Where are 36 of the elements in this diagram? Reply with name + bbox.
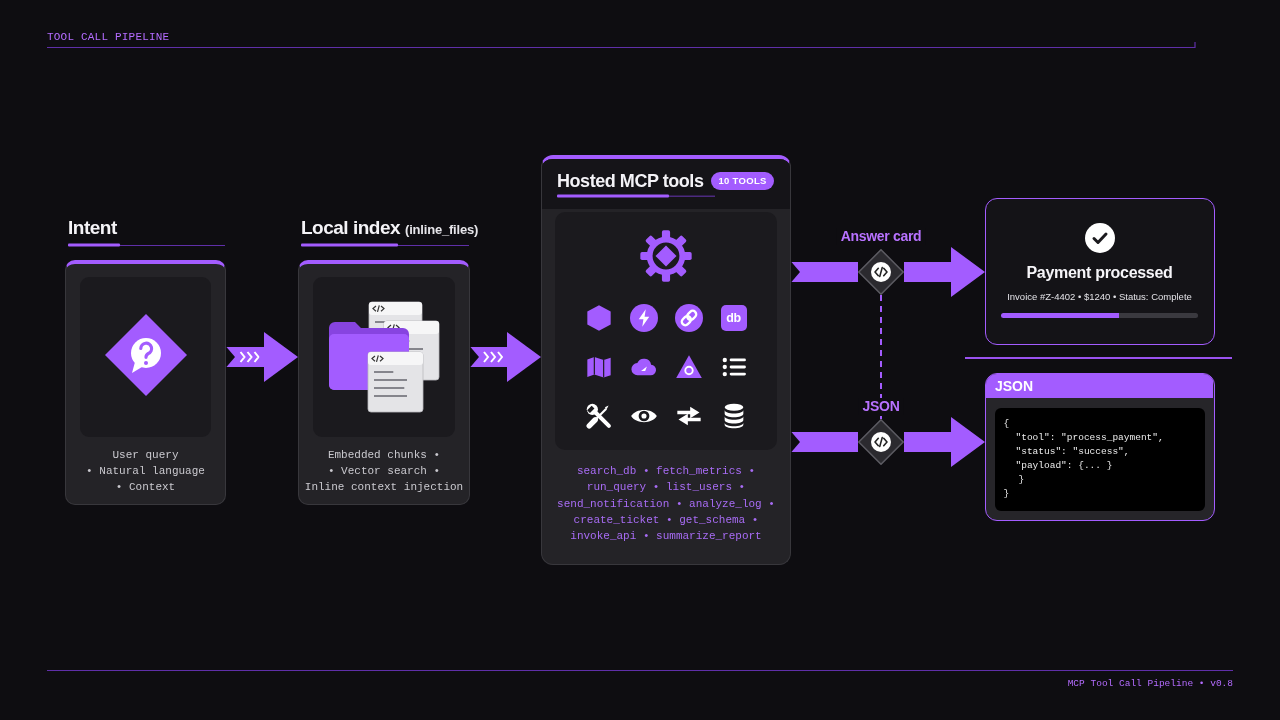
card-heading: Hosted MCP tools xyxy=(557,170,704,192)
diagram-title: TOOL CALL PIPELINE xyxy=(47,30,170,44)
db-tile: db xyxy=(720,305,747,331)
count-badge: 10 TOOLS xyxy=(711,172,774,190)
code-line: "tool": "process_payment", xyxy=(1015,430,1164,445)
flow-arrow xyxy=(904,247,985,297)
tools-card xyxy=(541,155,791,565)
description-line: • Context xyxy=(115,480,176,495)
junction-diamond xyxy=(858,249,904,295)
description-line: • Natural language xyxy=(86,464,205,479)
description-line: • Vector search • xyxy=(327,464,441,479)
code-line: { xyxy=(1003,416,1010,431)
heading-note: (inline_files) xyxy=(405,222,479,237)
code-line: "payload": {... } xyxy=(1015,458,1113,473)
flow-arrow xyxy=(226,332,298,382)
code-line: } xyxy=(1003,486,1010,501)
description-line: User query xyxy=(112,448,179,463)
result-card xyxy=(985,198,1215,345)
stage-heading: Intent xyxy=(68,216,117,240)
json-card xyxy=(985,373,1215,521)
flow-band xyxy=(791,432,858,452)
description-line: Embedded chunks • xyxy=(327,448,441,463)
code-line: "status": "success", xyxy=(1015,444,1130,459)
flow-band xyxy=(791,262,858,282)
result-details: Invoice #Z-4402 • $1240 • Status: Complete xyxy=(1007,290,1192,303)
card-title: JSON xyxy=(995,377,1034,396)
tool-list: search_db • fetch_metrics • run_query • list_users • send_notification • analyze_log • create_ticket • get_schema • invoke_api • summarize_report xyxy=(554,463,778,545)
flow-arrow xyxy=(470,332,541,382)
code-line: } xyxy=(1018,472,1025,487)
result-title: Payment processed xyxy=(1026,262,1173,283)
flow-arrow xyxy=(904,417,985,467)
footer-text: MCP Tool Call Pipeline • v0.8 xyxy=(1067,678,1233,690)
stage-heading: Local index xyxy=(301,216,401,240)
description-line: Inline context injection xyxy=(304,480,464,495)
dashed-connector xyxy=(880,294,882,420)
junction-diamond xyxy=(858,419,904,465)
